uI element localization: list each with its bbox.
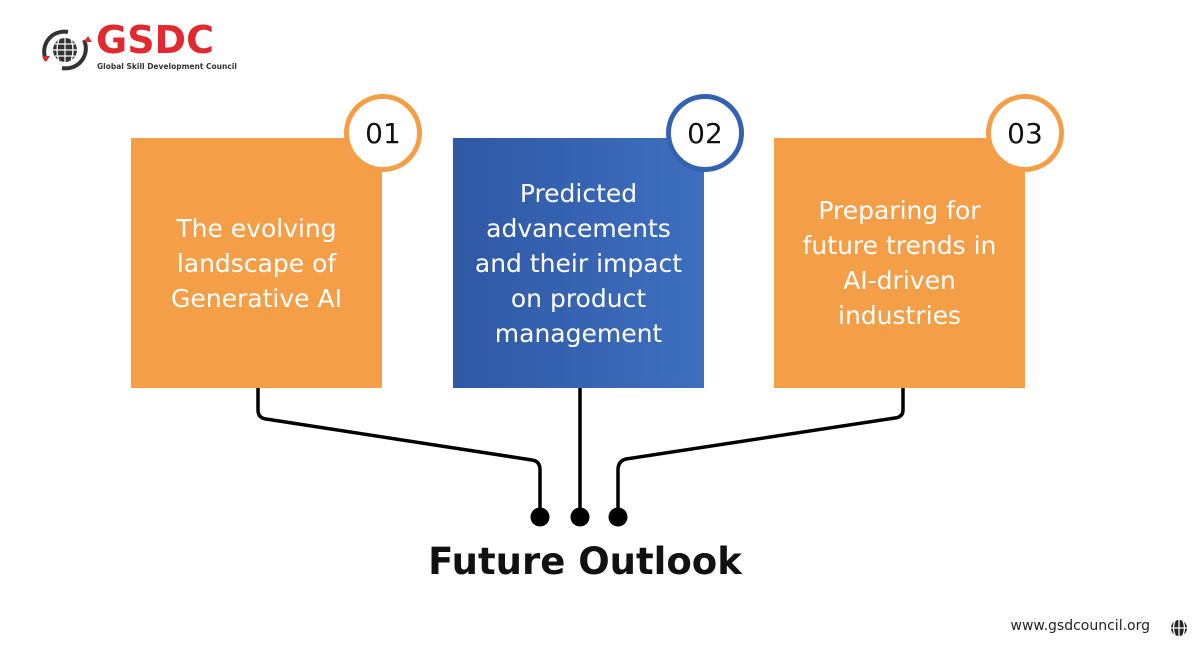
badge-02: 02 (666, 94, 744, 172)
card-02: Predicted advancements and their impact … (453, 138, 704, 388)
diagram-title: Future Outlook (428, 540, 742, 583)
connector-3 (616, 388, 905, 517)
brand-name: GSDC (96, 18, 214, 62)
badge-03: 03 (986, 94, 1064, 172)
brand-tagline: Global Skill Development Council (97, 62, 237, 71)
globe-logo-icon (42, 29, 92, 71)
connector-dot-2 (570, 507, 590, 527)
card-03: Preparing for future trends in AI-driven… (774, 138, 1025, 388)
connector-1 (256, 388, 542, 517)
card-01-text: The evolving landscape of Generative AI (171, 213, 342, 313)
card-03-text: Preparing for future trends in AI-driven… (802, 196, 997, 330)
connector-dot-1 (530, 507, 550, 527)
globe-icon (1171, 620, 1187, 636)
badge-01: 01 (344, 94, 422, 172)
connector-dot-3 (608, 507, 628, 527)
card-01: The evolving landscape of Generative AI (131, 138, 382, 388)
gsdc-logo: GSDC Global Skill Development Council (38, 18, 237, 80)
footer-url[interactable]: www.gsdcouncil.org (1010, 618, 1150, 634)
card-02-text: Predicted advancements and their impact … (474, 178, 683, 348)
